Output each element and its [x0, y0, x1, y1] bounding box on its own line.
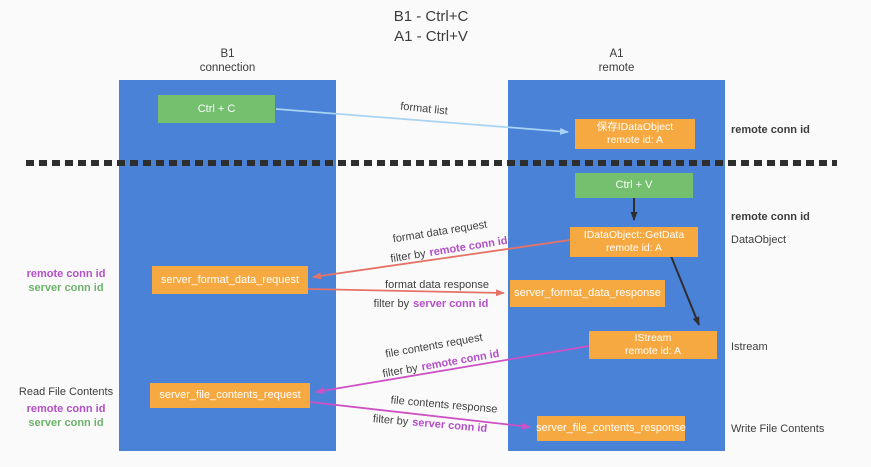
- node-server-file-contents-response: server_file_contents_response: [536, 416, 686, 441]
- server-conn-id-annotation: server conn id: [28, 282, 104, 294]
- remote-conn-id-annotation: remote conn id: [26, 268, 106, 280]
- node-idataobject-getdata: IDataObject::GetData remote id: A: [570, 227, 698, 257]
- save-idataobject-line2: remote id: A: [606, 134, 664, 146]
- lane-b1-name: B1: [220, 48, 235, 60]
- server-conn-id-text: server conn id: [411, 416, 488, 435]
- title-line-1: B1 - Ctrl+C: [393, 8, 469, 25]
- lane-header-a1: A1 remote: [508, 47, 725, 75]
- istream-label: Istream: [731, 341, 768, 353]
- format-list-label: format list: [399, 100, 449, 118]
- server-file-contents-request-label: server_file_contents_request: [159, 389, 301, 401]
- remote-conn-id-annotation: remote conn id: [731, 124, 810, 136]
- filter-by-text: filter by: [389, 247, 427, 266]
- lane-a1-name: A1: [609, 48, 624, 60]
- server-file-contents-response-label: server_file_contents_response: [536, 422, 686, 434]
- write-file-contents-label: Write File Contents: [731, 423, 825, 435]
- remote-conn-id-annotation: remote conn id: [26, 403, 106, 415]
- filter-by-text: filter by: [373, 298, 410, 310]
- server-conn-id-annotation: server conn id: [28, 417, 104, 429]
- filter-by-text: filter by: [381, 362, 419, 381]
- file-contents-response-label: file contents response: [390, 394, 498, 416]
- ctrl-c-label: Ctrl + C: [197, 102, 236, 115]
- server-format-data-response-label: server_format_data_response: [514, 287, 661, 299]
- left-mid-annotation: remote conn id server conn id: [14, 267, 118, 295]
- format-data-response-label: format data response: [385, 279, 489, 291]
- filter-by-text: filter by: [372, 413, 409, 429]
- node-server-format-data-response: server_format_data_response: [510, 280, 665, 307]
- dataobject-label: DataObject: [731, 234, 787, 246]
- left-bottom-annotation: Read File Contents remote conn id server…: [11, 385, 121, 430]
- remote-conn-id-annotation: remote conn id: [731, 211, 810, 223]
- node-istream: IStream remote id: A: [589, 331, 717, 359]
- ctrl-v-label: Ctrl + V: [615, 179, 653, 191]
- lane-header-b1: B1 connection: [119, 47, 336, 75]
- node-server-file-contents-request: server_file_contents_request: [150, 383, 310, 408]
- server-conn-id-text: server conn id: [413, 298, 489, 310]
- read-file-contents-label: Read File Contents: [18, 386, 114, 398]
- node-server-format-data-request: server_format_data_request: [152, 266, 308, 294]
- save-idataobject-line1: 保存IDataObject: [596, 121, 674, 133]
- node-save-idataobject: 保存IDataObject remote id: A: [575, 119, 695, 149]
- getdata-line2: remote id: A: [605, 242, 663, 254]
- lane-a1-role: remote: [598, 62, 635, 74]
- diagram-title: B1 - Ctrl+C A1 - Ctrl+V: [0, 7, 862, 47]
- node-ctrl-c: Ctrl + C: [158, 95, 275, 123]
- node-ctrl-v: Ctrl + V: [575, 173, 693, 198]
- lane-b1-role: connection: [199, 62, 256, 74]
- server-format-data-request-label: server_format_data_request: [160, 273, 300, 286]
- getdata-line1: IDataObject::GetData: [583, 229, 685, 241]
- remote-conn-id-text: remote conn id: [428, 234, 509, 260]
- title-line-2: A1 - Ctrl+V: [394, 28, 468, 45]
- istream-line2: remote id: A: [624, 345, 682, 357]
- istream-line1: IStream: [634, 332, 672, 344]
